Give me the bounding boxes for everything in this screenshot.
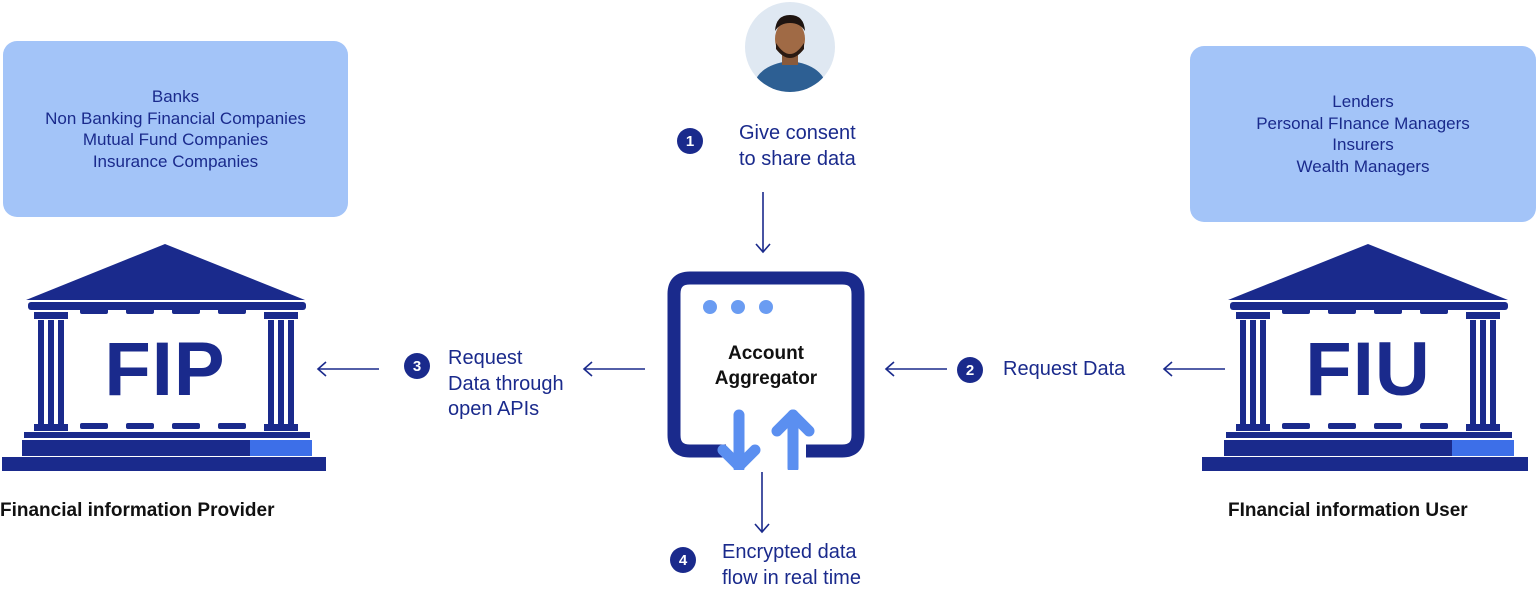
step-4-text: Encrypted data flow in real time [722,541,861,589]
fip-bank-building-icon [2,244,326,471]
arrow-down-icon [754,472,770,534]
step-2-badge: 2 [957,357,983,383]
user-avatar [745,2,835,92]
step-3-badge: 3 [404,353,430,379]
step-1-text: Give consent to share data [739,122,856,170]
fiu-bank-building-icon [1202,244,1528,471]
fip-entity: Banks [151,87,200,106]
step-3-text: Request Data through open APIs [448,347,564,420]
arrow-left-icon [582,361,645,377]
fip-entities-box: Banks Non Banking Financial Companies Mu… [3,41,348,217]
fiu-entity: Insurers [1332,135,1394,154]
arrow-left-icon [1162,361,1225,377]
fip-entity: Mutual Fund Companies [82,130,269,149]
fiu-label: FIU [1305,327,1431,412]
account-aggregator-label: Account Aggregator [714,343,818,389]
fip-entity: Non Banking Financial Companies [45,108,306,128]
fiu-caption: FInancial information User [1228,500,1468,521]
step-1-badge: 1 [677,128,703,154]
fiu-entity: Personal FInance Managers [1256,113,1470,133]
fiu-entity: Wealth Managers [1296,156,1430,176]
fip-entity: Insurance Companies [92,151,259,171]
step-2-text: Request Data [1003,358,1126,380]
arrow-down-icon [755,192,771,254]
step-4-badge: 4 [670,547,696,573]
fip-caption: Financial information Provider [0,500,275,521]
arrow-left-icon [316,361,379,377]
account-aggregator-box [667,271,865,470]
fiu-entity: Lenders [1332,92,1394,111]
fip-label: FIP [104,327,226,412]
arrow-left-icon [884,361,947,377]
fiu-entities-box: Lenders Personal FInance Managers Insure… [1190,46,1536,222]
